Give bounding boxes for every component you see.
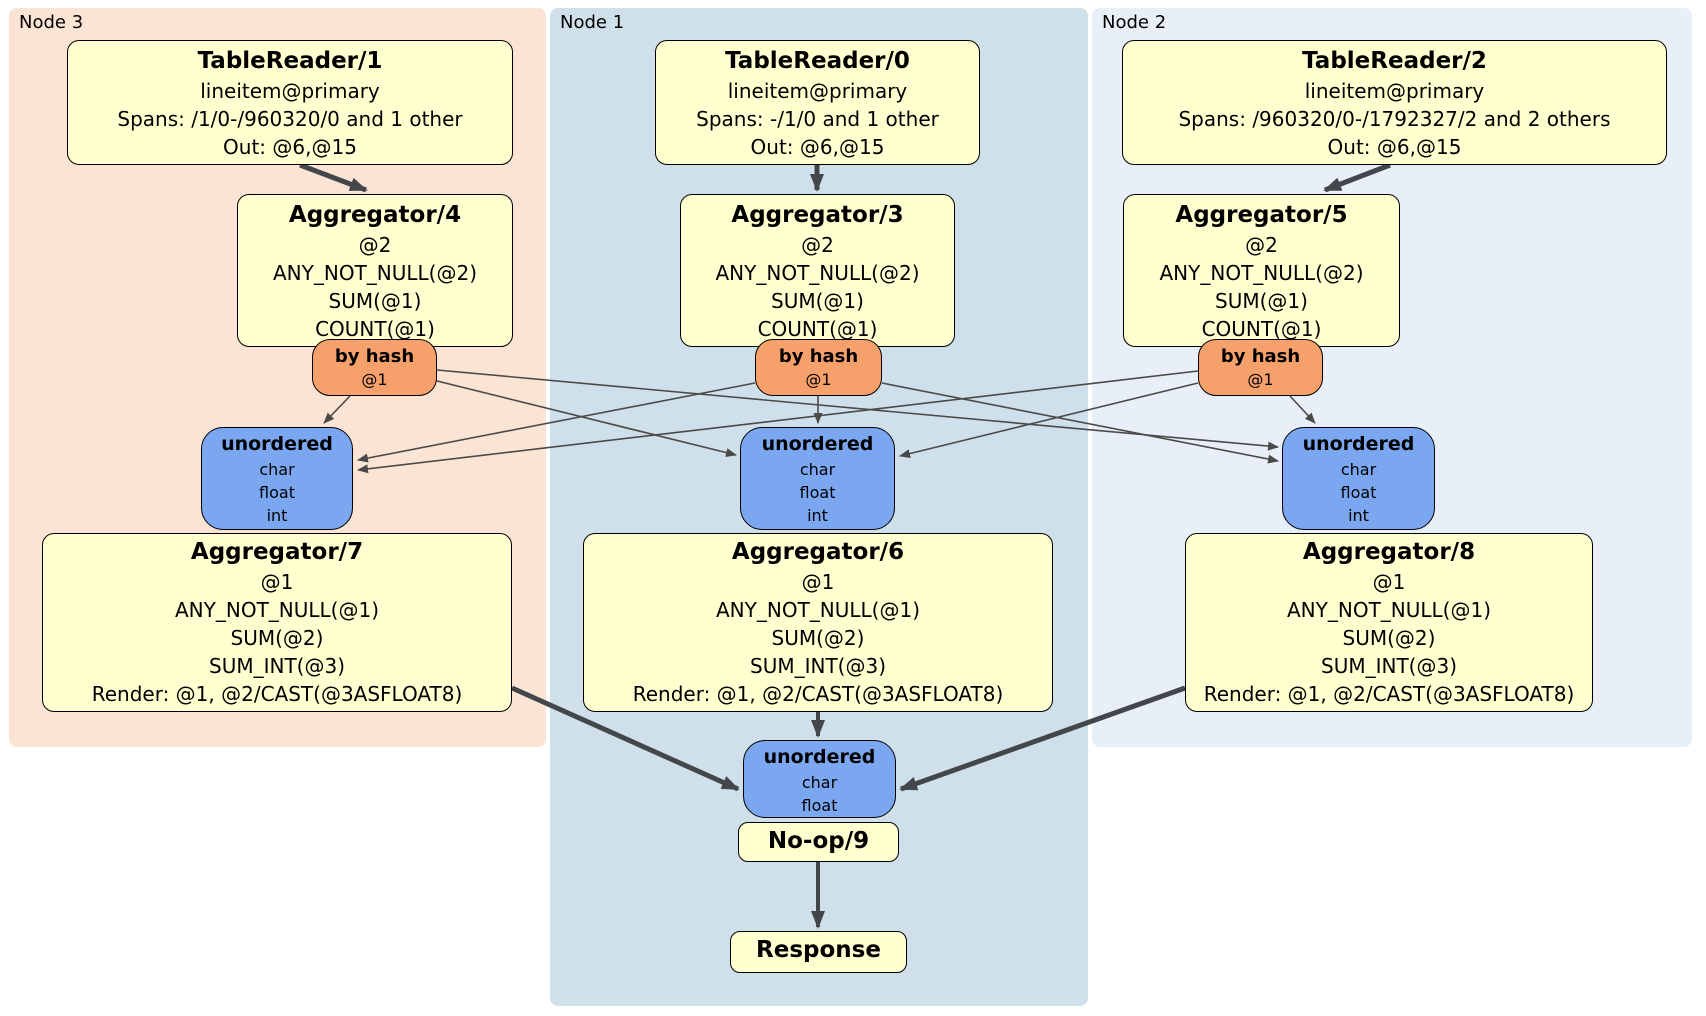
- processor-aggregator-7: Aggregator/7 @1 ANY_NOT_NULL(@1) SUM(@2)…: [42, 533, 512, 712]
- processor-title: Aggregator/3: [731, 202, 904, 228]
- processor-line: Render: @1, @2/CAST(@3ASFLOAT8): [632, 682, 1004, 706]
- sync-line: int: [266, 506, 288, 525]
- processor-title: TableReader/1: [197, 48, 383, 74]
- processor-line: lineitem@primary: [727, 79, 908, 103]
- router-title: by hash: [334, 346, 415, 367]
- processor-line: ANY_NOT_NULL(@2): [273, 261, 477, 285]
- processor-line: ANY_NOT_NULL(@2): [715, 261, 920, 285]
- sync-title: unordered: [761, 433, 874, 455]
- sync-line: char: [801, 773, 838, 792]
- sync-unordered-final: unordered char float: [743, 740, 896, 818]
- processor-line: @2: [1245, 233, 1278, 257]
- processor-title: Aggregator/8: [1302, 539, 1476, 565]
- processor-line: SUM(@1): [328, 289, 422, 313]
- processor-line: SUM_INT(@3): [209, 654, 345, 678]
- processor-line: lineitem@primary: [1304, 79, 1485, 103]
- processor-aggregator-5: Aggregator/5 @2 ANY_NOT_NULL(@2) SUM(@1)…: [1123, 194, 1400, 347]
- processor-title: Aggregator/7: [190, 539, 364, 565]
- processor-line: ANY_NOT_NULL(@1): [716, 598, 920, 622]
- response-title: Response: [756, 937, 881, 963]
- node1-group-label: Node 1: [560, 12, 625, 33]
- processor-line: SUM(@1): [771, 289, 864, 313]
- sync-line: int: [1348, 506, 1369, 525]
- sync-unordered-node3: unordered char float int: [201, 427, 353, 530]
- sync-line: float: [799, 483, 836, 502]
- router-line: @1: [805, 370, 832, 389]
- router-title: by hash: [1220, 346, 1301, 367]
- router-by-hash-3: by hash @1: [755, 339, 882, 396]
- processor-noop-9: No-op/9: [738, 822, 899, 862]
- sync-line: int: [807, 506, 828, 525]
- processor-line: SUM(@2): [771, 626, 865, 650]
- sync-line: float: [1340, 483, 1377, 502]
- sync-unordered-node1: unordered char float int: [740, 427, 895, 530]
- processor-line: Render: @1, @2/CAST(@3ASFLOAT8): [1203, 682, 1575, 706]
- node2-group-label: Node 2: [1102, 12, 1167, 33]
- processor-line: SUM_INT(@3): [1321, 654, 1457, 678]
- processor-line: Out: @6,@15: [750, 135, 885, 159]
- sync-line: char: [259, 460, 295, 479]
- processor-line: Render: @1, @2/CAST(@3ASFLOAT8): [91, 682, 463, 706]
- response-box: Response: [730, 931, 907, 973]
- processor-line: @1: [1372, 570, 1406, 594]
- processor-title: TableReader/2: [1302, 48, 1487, 74]
- processor-tablereader-2: TableReader/2 lineitem@primary Spans: /9…: [1122, 40, 1667, 165]
- router-line: @1: [1247, 370, 1274, 389]
- processor-line: Out: @6,@15: [1327, 135, 1462, 159]
- sync-line: float: [801, 796, 838, 815]
- processor-title: Aggregator/6: [731, 539, 905, 565]
- node3-group-label: Node 3: [19, 12, 84, 33]
- processor-line: SUM_INT(@3): [750, 654, 886, 678]
- processor-line: Spans: /1/0-/960320/0 and 1 other: [117, 107, 463, 131]
- processor-line: Spans: -/1/0 and 1 other: [696, 107, 939, 131]
- router-by-hash-5: by hash @1: [1198, 339, 1323, 396]
- processor-aggregator-8: Aggregator/8 @1 ANY_NOT_NULL(@1) SUM(@2)…: [1185, 533, 1593, 712]
- processor-title: TableReader/0: [725, 48, 910, 74]
- processor-aggregator-4: Aggregator/4 @2 ANY_NOT_NULL(@2) SUM(@1)…: [237, 194, 513, 347]
- processor-line: SUM(@2): [1342, 626, 1436, 650]
- sync-line: float: [259, 483, 295, 502]
- processor-line: SUM(@1): [1215, 289, 1308, 313]
- processor-line: ANY_NOT_NULL(@1): [175, 598, 379, 622]
- processor-line: COUNT(@1): [1201, 317, 1322, 341]
- sync-unordered-node2: unordered char float int: [1282, 427, 1435, 530]
- processor-line: @2: [358, 233, 392, 257]
- processor-line: COUNT(@1): [315, 317, 435, 341]
- processor-tablereader-0: TableReader/0 lineitem@primary Spans: -/…: [655, 40, 980, 165]
- processor-line: COUNT(@1): [757, 317, 878, 341]
- processor-line: @1: [260, 570, 294, 594]
- router-by-hash-4: by hash @1: [312, 339, 437, 396]
- processor-line: lineitem@primary: [200, 79, 380, 103]
- sync-title: unordered: [763, 746, 876, 768]
- router-title: by hash: [778, 346, 859, 367]
- processor-title: Aggregator/4: [288, 202, 462, 228]
- processor-line: Spans: /960320/0-/1792327/2 and 2 others: [1178, 107, 1611, 131]
- processor-title: Aggregator/5: [1175, 202, 1348, 228]
- processor-line: @1: [801, 570, 835, 594]
- processor-line: ANY_NOT_NULL(@1): [1287, 598, 1491, 622]
- sync-title: unordered: [1302, 433, 1415, 455]
- sync-line: char: [1340, 460, 1377, 479]
- processor-line: SUM(@2): [230, 626, 324, 650]
- processor-line: Out: @6,@15: [223, 135, 357, 159]
- router-line: @1: [361, 370, 388, 389]
- processor-aggregator-6: Aggregator/6 @1 ANY_NOT_NULL(@1) SUM(@2)…: [583, 533, 1053, 712]
- processor-tablereader-1: TableReader/1 lineitem@primary Spans: /1…: [67, 40, 513, 165]
- processor-line: ANY_NOT_NULL(@2): [1159, 261, 1364, 285]
- processor-aggregator-3: Aggregator/3 @2 ANY_NOT_NULL(@2) SUM(@1)…: [680, 194, 955, 347]
- sync-title: unordered: [221, 433, 333, 455]
- processor-line: @2: [801, 233, 834, 257]
- sync-line: char: [799, 460, 836, 479]
- processor-title: No-op/9: [767, 828, 870, 854]
